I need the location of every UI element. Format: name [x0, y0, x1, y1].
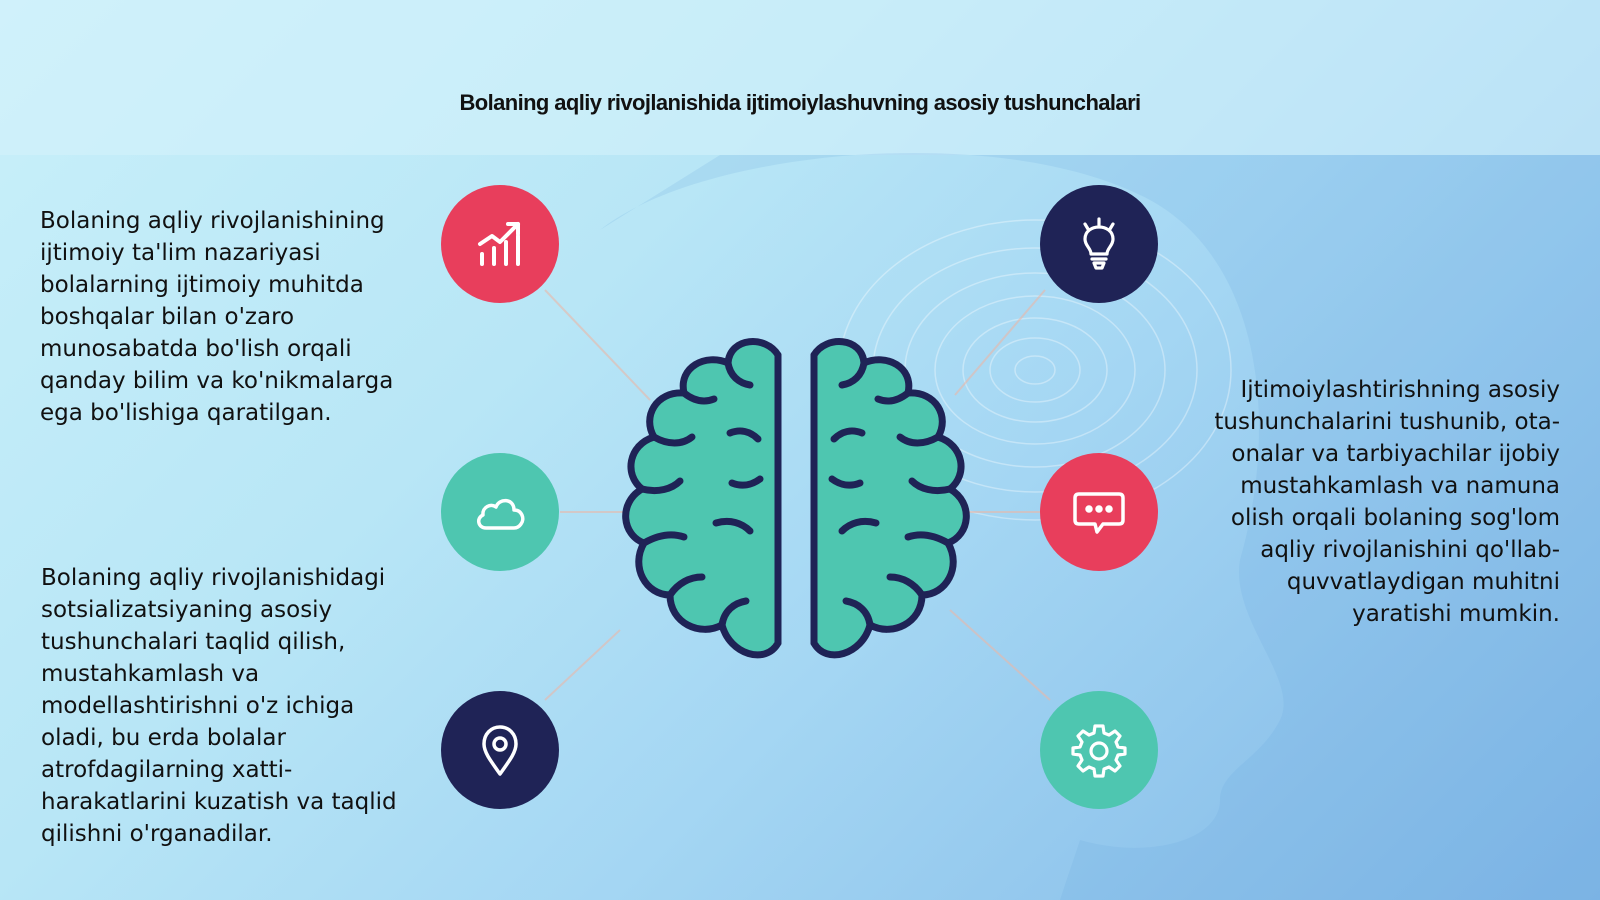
gear-circle — [1040, 691, 1158, 809]
location-pin-icon — [482, 725, 518, 776]
text-right: Ijtimoiylashtirishning asosiy tushunchal… — [1214, 377, 1560, 627]
chat-bubble-icon — [1073, 492, 1125, 534]
brain-icon — [622, 338, 970, 659]
location-pin-circle — [441, 691, 559, 809]
page-title: Bolaning aqliy rivojlanishida ijtimoiyla… — [459, 90, 1141, 115]
text-left-top: Bolaning aqliy rivojlanishining ijtimoiy… — [40, 208, 394, 426]
text-left-bottom: Bolaning aqliy rivojlanishidagi sotsiali… — [41, 565, 397, 847]
lightbulb-icon — [1083, 217, 1115, 270]
chat-bubble-circle — [1040, 453, 1158, 571]
chart-growth-icon — [478, 222, 520, 266]
gear-icon — [1071, 724, 1127, 778]
chart-growth-circle — [441, 185, 559, 303]
lightbulb-circle — [1040, 185, 1158, 303]
cloud-circle — [441, 453, 559, 571]
cloud-icon — [477, 498, 525, 530]
